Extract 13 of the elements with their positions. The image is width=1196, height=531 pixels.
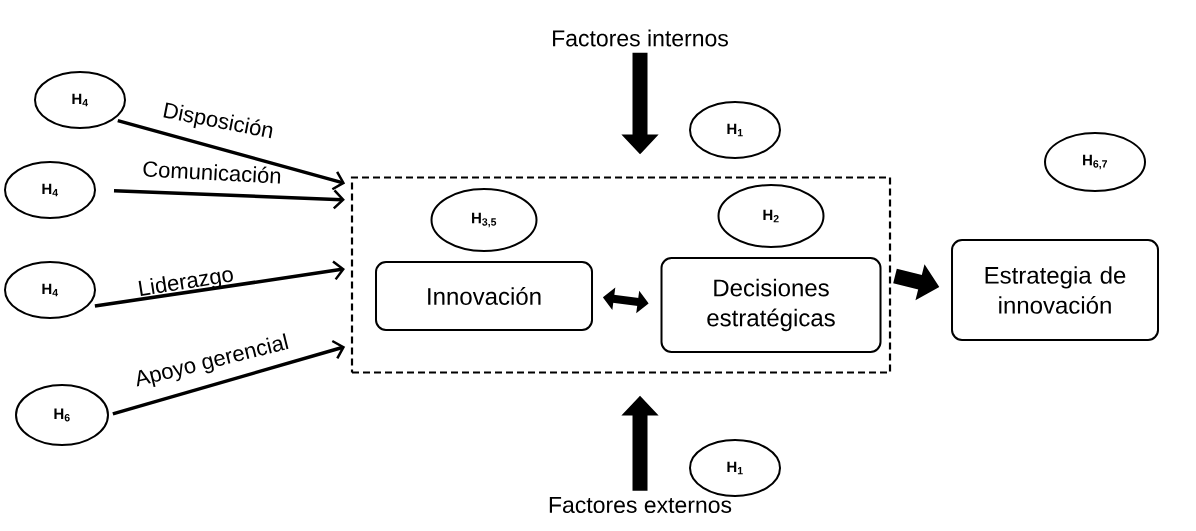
arrow [117, 118, 346, 191]
heading-text: Factores externos [549, 497, 732, 514]
heading-text: Factores internos [553, 29, 728, 47]
edge-label: Liderazgo [138, 270, 233, 296]
edge-label: Disposición [163, 102, 273, 139]
arrow [94, 260, 345, 308]
concept-box: Innovación [375, 261, 593, 331]
dashed-frame [350, 176, 892, 374]
arrow [112, 339, 346, 416]
arrow [113, 188, 345, 210]
concept-box: Decisiones estratégicas [660, 257, 882, 353]
edge-label: Comunicación [143, 161, 281, 184]
outcome-box: Estrategia de innovación [951, 239, 1159, 341]
